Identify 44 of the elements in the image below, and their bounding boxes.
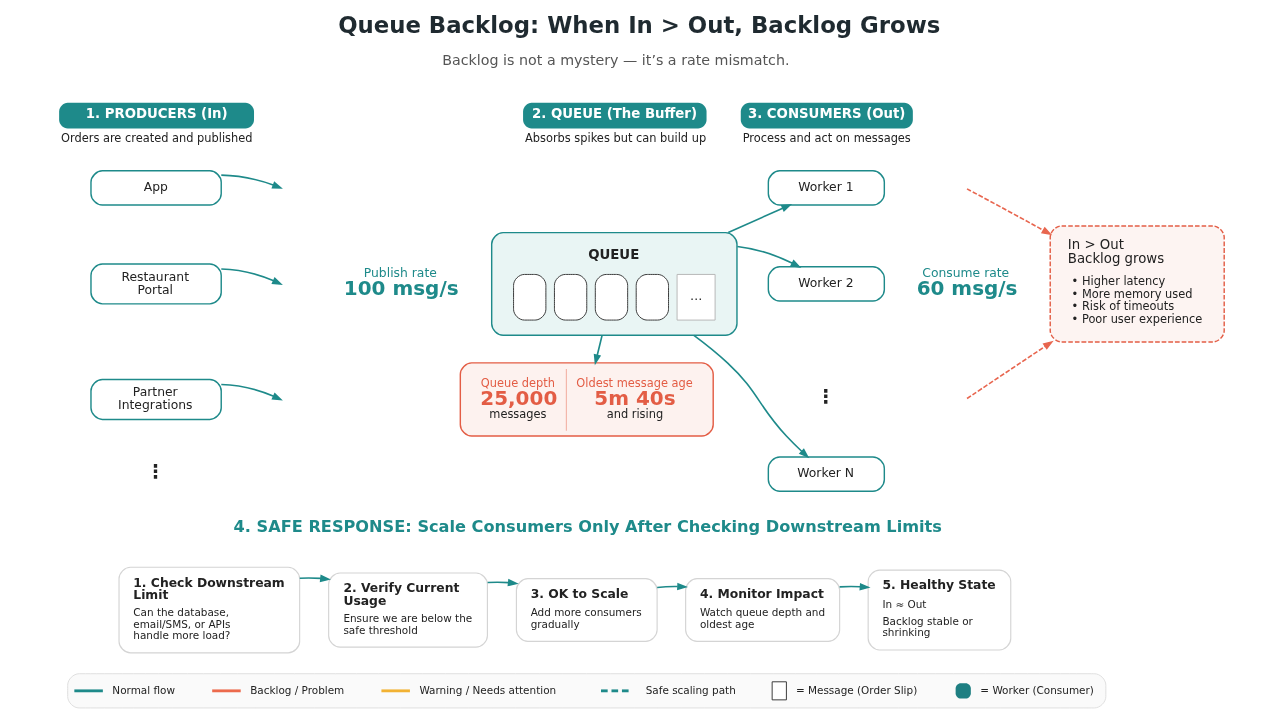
node-label: Process and act on messages <box>742 131 911 146</box>
arrow <box>736 245 802 268</box>
legend-label: Safe scaling path <box>645 683 736 696</box>
node-box: In > Out Backlog grows • Higher latency • More memory used • Risk of timeouts • Poor user experience <box>1049 225 1225 343</box>
node-box: 1. Check Downstream Limit Can the database, email/SMS, or APIs handle more load? <box>118 566 301 654</box>
arrow <box>220 174 283 189</box>
label: ⋮ <box>146 459 166 482</box>
node-label: Orders are created and published <box>61 131 253 146</box>
legend-label: Warning / Needs attention <box>419 683 557 696</box>
arrow <box>693 334 810 459</box>
node-box: 1. PRODUCERS (In) <box>59 102 254 129</box>
node-box: 3. CONSUMERS (Out) <box>740 102 913 129</box>
node-box: Worker N <box>767 456 886 492</box>
node-box: 3. OK to Scale Add more consumers gradually <box>515 578 658 642</box>
legend-label: Normal flow <box>112 683 175 696</box>
node-box: App <box>90 170 222 206</box>
node-box: 4. Monitor Impact Watch queue depth and oldest age <box>685 578 841 642</box>
node-box: 2. QUEUE (The Buffer) <box>523 102 707 129</box>
label: Backlog is not a mystery — it’s a rate mismatch. <box>442 51 790 68</box>
arrow <box>656 582 689 591</box>
arrow <box>966 188 1053 236</box>
node-box: Partner Integrations <box>90 378 222 421</box>
arrow <box>220 268 283 285</box>
node-box: Restaurant Portal <box>90 263 222 305</box>
node-box: 5. Healthy State In ≈ Out Backlog stable or shrinking <box>867 569 1012 651</box>
node-box: Worker 1 <box>767 170 886 206</box>
node-box: QUEUE … <box>490 231 738 336</box>
arrow <box>727 204 793 234</box>
node-label: Absorbs spikes but can build up <box>524 131 707 146</box>
arrow <box>486 578 519 587</box>
arrow <box>966 340 1054 400</box>
diagram-title: Queue Backlog: When In > Out, Backlog Grows <box>338 12 941 39</box>
arrow <box>298 574 331 583</box>
node-box: 2. Verify Current Usage Ensure we are below the safe threshold <box>328 572 488 648</box>
legend-label: = Message (Order Slip) <box>795 683 918 696</box>
label: 4. SAFE RESPONSE: Scale Consumers Only After Checking Downstream Limits <box>233 517 942 537</box>
legend-label: Backlog / Problem <box>250 683 345 696</box>
node-box: Queue depth 25,000 messages Oldest message age 5m 40s and rising <box>459 362 714 437</box>
label: ⋮ <box>816 385 836 408</box>
arrow <box>838 582 871 591</box>
arrow <box>593 334 603 366</box>
legend-label: = Worker (Consumer) <box>980 683 1094 696</box>
node-box: Worker 2 <box>767 266 886 302</box>
arrow <box>220 383 283 401</box>
